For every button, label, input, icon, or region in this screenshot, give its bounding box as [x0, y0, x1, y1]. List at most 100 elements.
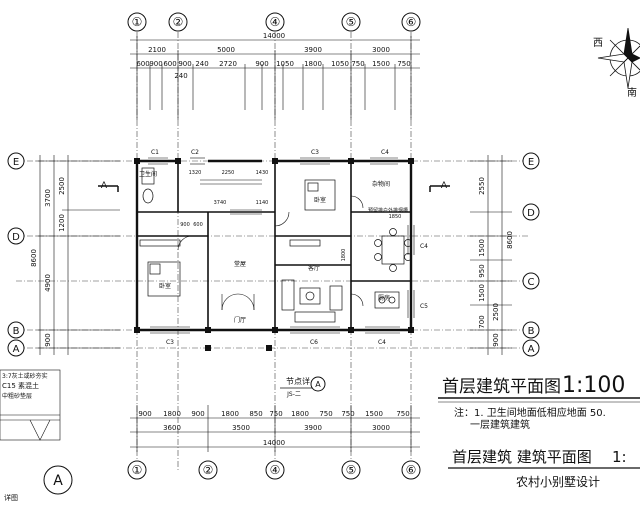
- row-bubble-B-right: B: [528, 326, 535, 337]
- node-detail-sub: JS-二: [286, 391, 301, 398]
- dim-top-240: 240: [174, 72, 187, 80]
- stairs: [200, 179, 262, 215]
- plant: [305, 291, 315, 301]
- row-bubble-E: E: [13, 157, 19, 168]
- furniture: [139, 167, 412, 323]
- title-block: 首层建筑平面图 1:100 注：1. 卫生间地面低相应地面 50. 一层建筑建筑…: [438, 373, 640, 489]
- node-detail-label: 节点详: [286, 376, 310, 386]
- row-bubble-C-right: C: [528, 277, 535, 288]
- chair-4: [404, 253, 412, 261]
- section-mark-left-label: A: [101, 181, 108, 191]
- watermark-text: 农村小别墅设计: [516, 475, 600, 489]
- column-bubbles-top: ① ② ④ ⑤ ⑥: [127, 12, 421, 32]
- pillow-1: [307, 182, 319, 192]
- column-bubbles-bottom: ① ② ④ ⑤ ⑥: [127, 460, 421, 480]
- dim-bottom-3: 3900: [304, 424, 322, 432]
- dim-bottom-row1-11: 750: [396, 410, 409, 418]
- dim-top-row3-11: 750: [351, 60, 364, 68]
- dim-right-2500: 2500: [492, 303, 500, 321]
- dim-interior-1140: 1140: [256, 200, 269, 206]
- bed-2: [147, 261, 181, 297]
- dim-interior-3740: 3740: [214, 200, 227, 206]
- dim-top-4: 3000: [372, 46, 390, 54]
- window-label-c4: C4: [381, 149, 389, 156]
- tv-cabinet: [329, 285, 343, 311]
- foundation-detail-circle: A: [53, 473, 63, 489]
- dim-left-total: 8600: [30, 249, 38, 267]
- room-bedroom-2: 卧室: [159, 282, 171, 290]
- dim-bottom-row1-3: 900: [191, 410, 204, 418]
- dim-right-1500b: 1500: [478, 284, 486, 302]
- row-bubble-D: D: [12, 232, 20, 243]
- dim-top-row3-13: 750: [397, 60, 410, 68]
- col-bubble-6: ⑥: [406, 15, 417, 29]
- dim-bottom-row1-7: 1800: [291, 410, 309, 418]
- drawing-note: 注：1. 卫生间地面低相应地面 50.: [454, 406, 606, 419]
- dim-left-4900: 4900: [44, 274, 52, 292]
- bottom-dimension-lines: [130, 405, 420, 452]
- row-bubbles-right: E D C B A: [522, 152, 540, 357]
- dining-table: [381, 235, 405, 265]
- dim-top-row3-4: 900: [178, 60, 191, 68]
- window-marks: [148, 157, 415, 334]
- dim-top-row3-6: 2720: [219, 60, 237, 68]
- col-bubble-5: ⑤: [346, 15, 357, 29]
- dim-right-total: 8600: [506, 231, 514, 249]
- dim-bottom-1: 3600: [163, 424, 181, 432]
- window-label-right-c4: C4: [420, 243, 428, 250]
- row-bubbles-left: E D B A: [7, 152, 25, 357]
- right-dimension-lines: [470, 155, 512, 355]
- dim-interior-1850: 1850: [389, 214, 402, 220]
- compass-south: 南: [627, 86, 637, 99]
- window-label-right-c5: C5: [420, 303, 428, 310]
- dim-top-row3-8: 1050: [276, 60, 294, 68]
- dim-interior-2250: 2250: [222, 170, 235, 176]
- drawing-scale: 1:100: [562, 373, 625, 398]
- dim-bottom-4: 3000: [372, 424, 390, 432]
- dim-top-row3-1: 600: [136, 60, 149, 68]
- room-bedroom-1: 卧室: [314, 196, 326, 204]
- room-foyer: 门厅: [234, 316, 246, 324]
- dim-interior-1800: 1800: [341, 249, 347, 262]
- drawing-scale2: 1:: [612, 448, 627, 466]
- dim-top-row3-5: 240: [195, 60, 208, 68]
- drawing-title: 首层建筑平面图: [442, 377, 561, 397]
- window-label-bottom-c6: C6: [310, 339, 318, 346]
- inner-walls: [137, 161, 411, 330]
- dim-top-1: 2100: [148, 46, 166, 54]
- dim-right-700: 700: [478, 315, 486, 328]
- dim-interior-600: 600: [193, 222, 203, 228]
- dim-left-900: 900: [44, 333, 52, 346]
- dim-bottom-row1: 900 1800 900 1800 850 750 1800 750 750 1…: [138, 410, 409, 418]
- coffee-table: [299, 287, 321, 305]
- row-bubble-D-right: D: [527, 208, 535, 219]
- window-label-c3: C3: [311, 149, 319, 156]
- section-mark-left: A: [98, 181, 119, 192]
- col-bubble-4: ④: [270, 15, 281, 29]
- dim-right-1500a: 1500: [478, 239, 486, 257]
- chair-3: [404, 239, 412, 247]
- window-label-c2: C2: [191, 149, 199, 156]
- dim-right-2550: 2550: [478, 177, 486, 195]
- node-detail-callout: 节点详 A JS-二: [280, 376, 326, 398]
- dim-left-2500: 2500: [58, 177, 66, 195]
- dim-top-row3-10: 1050: [331, 60, 349, 68]
- dim-top-row3-2: 900: [149, 60, 162, 68]
- section-mark-right-label: A: [441, 181, 448, 191]
- dim-top-2: 5000: [217, 46, 235, 54]
- col-bubble-2: ②: [173, 15, 184, 29]
- dim-interior-1430: 1430: [256, 170, 269, 176]
- col-bubble-2-bottom: ②: [203, 463, 214, 477]
- foundation-detail-footer: 详图: [4, 493, 18, 502]
- col-bubble-6-bottom: ⑥: [406, 463, 417, 477]
- pillow-2: [149, 263, 161, 275]
- chair-5: [389, 228, 397, 236]
- node-detail-ref: A: [315, 380, 321, 389]
- row-bubble-A: A: [13, 344, 20, 355]
- col-bubble-5-bottom: ⑤: [346, 463, 357, 477]
- dim-top-row3-12: 1500: [372, 60, 390, 68]
- smoke-slot-note: 预留排户外排烟槽: [368, 207, 408, 214]
- col-bubble-1-bottom: ①: [132, 463, 143, 477]
- section-mark-right: A: [429, 181, 450, 192]
